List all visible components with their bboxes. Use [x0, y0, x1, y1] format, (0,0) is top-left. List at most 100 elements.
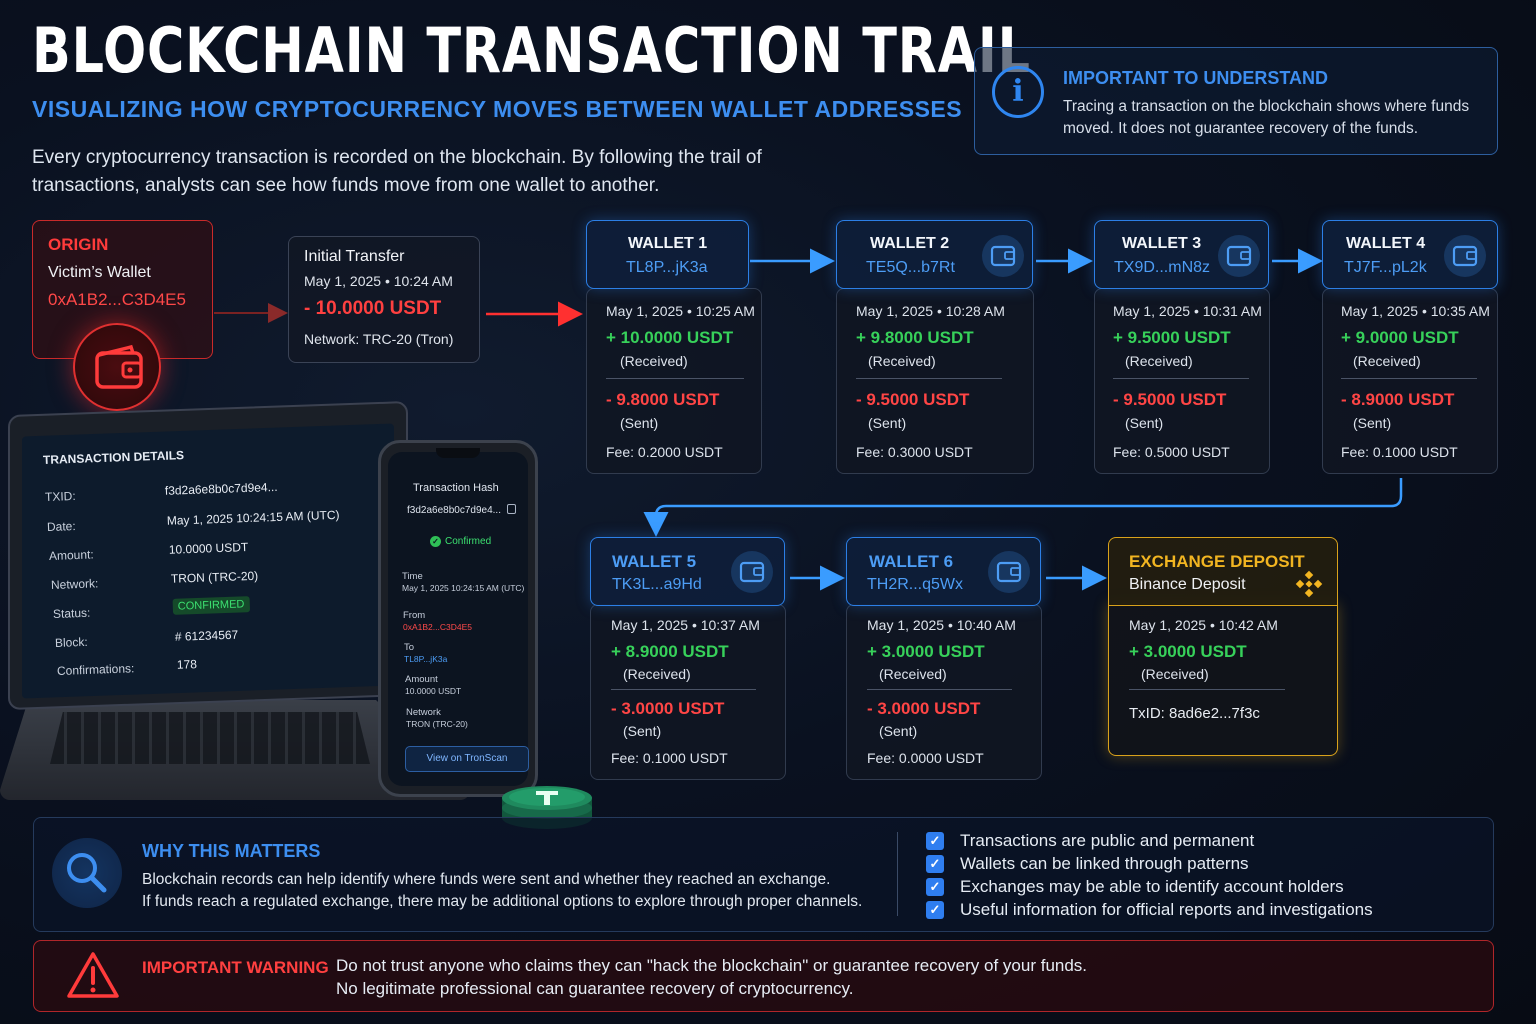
wallet-5-sent-label: (Sent) — [623, 723, 662, 739]
copy-icon[interactable] — [507, 504, 516, 514]
search-icon — [52, 838, 122, 908]
wallet-1-received: + 10.0000 USDT — [606, 328, 734, 347]
exchange-header[interactable] — [1108, 537, 1338, 606]
wallet-3-address: TX9D...mN8z — [1114, 259, 1211, 276]
exchange-txid: TxID: 8ad6e2...7f3c — [1129, 705, 1260, 722]
phone-amount-value: 10.0000 USDT — [405, 686, 462, 696]
laptop-row-label: Network: — [50, 576, 99, 592]
checklist-item-text: Useful information for official reports … — [960, 900, 1373, 919]
phone-to-value: TL8P...jK3a — [404, 654, 448, 664]
phone-to-label: To — [404, 642, 415, 653]
important-info-box — [974, 47, 1498, 155]
wallet-2-received-label: (Received) — [868, 353, 936, 369]
exchange-body — [1108, 604, 1338, 756]
origin-subtitle: Victim’s Wallet — [48, 264, 151, 281]
wallet-6-sent-label: (Sent) — [879, 723, 918, 739]
wallet-6-received: + 3.0000 USDT — [867, 642, 985, 661]
exchange-name: EXCHANGE DEPOSIT — [1129, 552, 1305, 571]
wallet-3-fee: Fee: 0.5000 USDT — [1113, 444, 1230, 460]
view-on-tronscan-button[interactable]: View on TronScan — [405, 746, 529, 772]
wallet-6-sent: - 3.0000 USDT — [867, 699, 981, 718]
wallet-6-fee: Fee: 0.0000 USDT — [867, 750, 984, 766]
wallet-6-received-label: (Received) — [879, 666, 947, 682]
warning-line-2: No legitimate professional can guarantee… — [336, 979, 854, 998]
checklist-item-text: Transactions are public and permanent — [960, 831, 1255, 850]
checklist-item-text: Wallets can be linked through patterns — [960, 854, 1249, 873]
wallet-2-divider — [856, 378, 1002, 379]
phone-time-label: Time — [402, 571, 423, 582]
wallet-2-body — [836, 288, 1034, 474]
laptop-row-label: Status: — [52, 605, 91, 621]
checkbox-icon: ✓ — [926, 878, 944, 896]
phone-from-value: 0xA1B2...C3D4E5 — [403, 622, 472, 632]
check-circle-icon: ✓ — [430, 536, 441, 547]
wallet-6-body — [846, 604, 1042, 780]
exchange-subtitle: Binance Deposit — [1129, 576, 1246, 593]
initial-transfer-title: Initial Transfer — [304, 248, 405, 265]
wallet-2-sent-label: (Sent) — [868, 415, 907, 431]
exchange-received: + 3.0000 USDT — [1129, 642, 1247, 661]
initial-transfer-network: Network: TRC-20 (Tron) — [304, 331, 454, 347]
wallet-1-header[interactable] — [586, 220, 749, 289]
laptop-row-value: TRON (TRC-20) — [170, 568, 259, 586]
wallet-3-date: May 1, 2025 • 10:31 AM — [1113, 303, 1262, 319]
wallet-4-name: WALLET 4 — [1346, 235, 1426, 252]
page-subtitle: VISUALIZING HOW CRYPTOCURRENCY MOVES BET… — [32, 96, 963, 122]
warning-icon — [66, 950, 120, 1000]
wallet-4-sent: - 8.9000 USDT — [1341, 390, 1455, 409]
checkbox-icon: ✓ — [926, 832, 944, 850]
why-text: Blockchain records can help identify whe… — [142, 869, 872, 913]
wallet-3-sent-label: (Sent) — [1125, 415, 1164, 431]
exchange-divider — [1129, 689, 1285, 690]
laptop-row-label: Date: — [46, 519, 76, 534]
wallet-4-date: May 1, 2025 • 10:35 AM — [1341, 303, 1490, 319]
warning-box — [33, 940, 1494, 1012]
wallet-3-name: WALLET 3 — [1122, 235, 1202, 252]
phone-notch — [436, 448, 480, 458]
wallet-4-body — [1322, 288, 1498, 474]
checklist-item-text: Exchanges may be able to identify accoun… — [960, 877, 1344, 896]
arrow-wallet4-to-wallet5 — [643, 478, 1403, 537]
wallet-3-body — [1094, 288, 1270, 474]
wallet-5-fee: Fee: 0.1000 USDT — [611, 750, 728, 766]
wallet-icon — [1218, 235, 1260, 277]
laptop-row-label: Confirmations: — [56, 661, 135, 678]
wallet-3-received-label: (Received) — [1125, 353, 1193, 369]
wallet-4-received-label: (Received) — [1353, 353, 1421, 369]
wallet-icon — [731, 551, 773, 593]
wallet-4-received: + 9.0000 USDT — [1341, 328, 1459, 347]
exchange-received-label: (Received) — [1141, 666, 1209, 682]
wallet-1-divider — [606, 378, 744, 379]
wallet-5-name: WALLET 5 — [612, 552, 697, 571]
wallet-6-divider — [867, 689, 1012, 690]
laptop-row-label: Amount: — [48, 547, 94, 563]
wallet-3-sent: - 9.5000 USDT — [1113, 390, 1227, 409]
why-title: WHY THIS MATTERS — [142, 841, 321, 861]
wallet-4-sent-label: (Sent) — [1353, 415, 1392, 431]
why-text-line-1: Blockchain records can help identify whe… — [142, 871, 831, 888]
phone-hash: f3d2a6e8b0c7d9e4... — [407, 505, 501, 516]
wallet-5-address: TK3L...a9Hd — [612, 576, 702, 593]
laptop-keyboard — [50, 712, 370, 764]
wallet-6-name: WALLET 6 — [869, 552, 954, 571]
wallet-4-address: TJ7F...pL2k — [1344, 259, 1427, 276]
why-divider — [897, 832, 898, 916]
wallet-3-received: + 9.5000 USDT — [1113, 328, 1231, 347]
wallet-1-date: May 1, 2025 • 10:25 AM — [606, 303, 755, 319]
laptop-row-value: f3d2a6e8b0c7d9e4... — [164, 479, 278, 498]
wallet-4-divider — [1341, 378, 1477, 379]
wallet-icon — [1444, 235, 1486, 277]
wallet-5-date: May 1, 2025 • 10:37 AM — [611, 617, 760, 633]
status-badge: CONFIRMED — [172, 596, 250, 615]
wallet-1-fee: Fee: 0.2000 USDT — [606, 444, 723, 460]
wallet-icon — [988, 551, 1030, 593]
phone-title: Transaction Hash — [413, 482, 499, 494]
warning-line-1: Do not trust anyone who claims they can … — [336, 956, 1088, 975]
laptop-row-label: TXID: — [44, 488, 76, 504]
wallet-2-sent: - 9.5000 USDT — [856, 390, 970, 409]
checklist-item: ✓ Exchanges may be able to identify acco… — [926, 877, 1344, 897]
phone-network-label: Network — [406, 707, 441, 718]
wallet-1-received-label: (Received) — [620, 353, 688, 369]
initial-transfer-amount: - 10.0000 USDT — [304, 298, 442, 319]
